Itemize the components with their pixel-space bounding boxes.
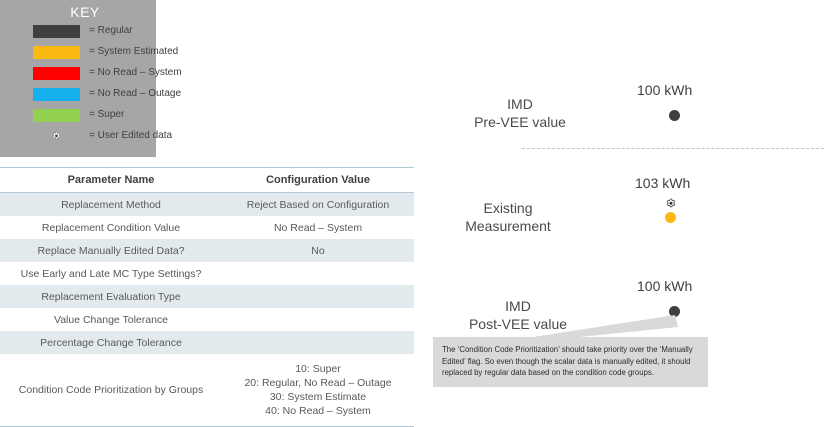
- color-swatch-icon: [33, 66, 80, 80]
- cell-parameter-name: Replace Manually Edited Data?: [0, 239, 222, 262]
- pre-vee-value-label: 100 kWh: [637, 82, 693, 98]
- cell-parameter-name: Replacement Evaluation Type: [0, 285, 222, 308]
- user-edited-gear-icon: [665, 197, 677, 215]
- key-item-label: = Regular: [89, 25, 133, 36]
- post-vee-value-label: 100 kWh: [637, 278, 693, 294]
- cell-configuration-value: Reject Based on Configuration: [222, 192, 414, 216]
- cell-parameter-name: Percentage Change Tolerance: [0, 331, 222, 354]
- table-row: Replace Manually Edited Data? No: [0, 239, 414, 262]
- color-swatch-icon: [33, 45, 80, 59]
- key-item-label: = No Read – Outage: [89, 88, 182, 99]
- cell-configuration-value: No: [222, 239, 414, 262]
- post-vee-group-label: IMD Post-VEE value: [468, 298, 568, 332]
- cell-parameter-name: Replacement Condition Value: [0, 216, 222, 239]
- key-item-no-read-system: = No Read – System: [0, 63, 182, 83]
- imd-vee-diagram: 100 kWh IMD Pre-VEE value 103 kWh Existi…: [420, 0, 824, 423]
- existing-measurement-value-label: 103 kWh: [635, 175, 691, 191]
- existing-measurement-group-label: Existing Measurement: [465, 200, 551, 234]
- table-row: Value Change Tolerance: [0, 308, 414, 331]
- cell-configuration-value: No Read – System: [222, 216, 414, 239]
- configuration-parameters-table: Parameter Name Configuration Value Repla…: [0, 167, 414, 427]
- key-title: KEY: [70, 4, 100, 20]
- callout-note: The ‘Condition Code Prioritization’ shou…: [433, 337, 708, 387]
- key-item-system-estimated: = System Estimated: [0, 42, 178, 62]
- key-item-label: = No Read – System: [89, 67, 182, 78]
- color-swatch-icon: [33, 87, 80, 101]
- table-header-row: Parameter Name Configuration Value: [0, 167, 414, 193]
- section-divider: [522, 148, 824, 149]
- pre-vee-data-point-icon: [669, 110, 680, 121]
- table-row: Replacement Evaluation Type: [0, 285, 414, 308]
- cell-parameter-name: Condition Code Prioritization by Groups: [0, 354, 222, 427]
- key-item-super: = Super: [0, 105, 156, 125]
- key-item-label: = Super: [89, 109, 125, 120]
- table-row: Replacement Condition Value No Read – Sy…: [0, 216, 414, 239]
- gear-icon: [33, 129, 80, 143]
- cell-configuration-value: [222, 285, 414, 308]
- cell-configuration-value: [222, 331, 414, 354]
- cell-parameter-name: Value Change Tolerance: [0, 308, 222, 331]
- table-row: Percentage Change Tolerance: [0, 331, 414, 354]
- cell-parameter-name: Use Early and Late MC Type Settings?: [0, 262, 222, 285]
- key-item-label: = User Edited data: [89, 130, 173, 141]
- color-swatch-icon: [33, 108, 80, 122]
- table-row: Use Early and Late MC Type Settings?: [0, 262, 414, 285]
- key-item-label: = System Estimated: [89, 46, 179, 57]
- column-header-parameter-name: Parameter Name: [0, 167, 222, 193]
- color-swatch-icon: [33, 24, 80, 38]
- column-header-configuration-value: Configuration Value: [222, 167, 414, 193]
- cell-parameter-name: Replacement Method: [0, 192, 222, 216]
- table-row: Condition Code Prioritization by Groups …: [0, 354, 414, 427]
- key-item-user-edited: = User Edited data: [0, 126, 172, 146]
- post-vee-data-point-icon: [669, 306, 680, 317]
- cell-configuration-value: 10: Super 20: Regular, No Read – Outage …: [222, 354, 414, 427]
- pre-vee-group-label: IMD Pre-VEE value: [474, 96, 566, 130]
- existing-measurement-data-point-icon: [665, 212, 676, 223]
- key-item-regular: = Regular: [0, 21, 156, 41]
- table-row: Replacement Method Reject Based on Confi…: [0, 192, 414, 216]
- key-legend-panel: KEY = Regular = System Estimated = No Re…: [0, 0, 182, 157]
- cell-configuration-value: [222, 308, 414, 331]
- cell-configuration-value: [222, 262, 414, 285]
- key-item-no-read-outage: = No Read – Outage: [0, 84, 181, 104]
